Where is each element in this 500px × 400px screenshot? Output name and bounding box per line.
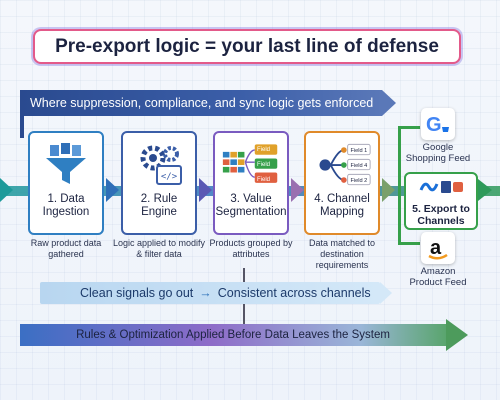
consistent-channels-text: Consistent across channels [217, 286, 371, 300]
channel-connector [398, 242, 420, 245]
step-description: Raw product data gathered [30, 238, 102, 259]
channel-connector [398, 126, 420, 129]
segmentation-field-tags: Field Field Field [257, 147, 270, 183]
svg-text:G: G [426, 114, 442, 136]
flow-arrow [106, 178, 119, 202]
bottom-banner: Rules & Optimization Applied Before Data… [20, 324, 446, 346]
field-tag: Field [257, 162, 270, 168]
bottom-arrowhead [446, 319, 468, 351]
google-logo: G [421, 108, 455, 140]
flow-arrow [291, 178, 304, 202]
banner-connector [20, 116, 24, 138]
signals-arrow-glyph: → [199, 286, 212, 300]
signals-banner: Clean signals go out → Consistent across… [40, 282, 380, 304]
signals-arrowhead [380, 282, 392, 304]
segment-icon [221, 141, 281, 189]
step-description: Products grouped by attributes [209, 238, 293, 259]
gear-code-icon: </> [129, 141, 189, 189]
page-title: Pre-export logic = your last line of def… [33, 29, 461, 64]
mapping-field: Field 1 [350, 148, 367, 154]
step-description: Logic applied to modify & filter data [112, 238, 206, 259]
svg-text:</>: </> [161, 172, 178, 182]
flow-arrow [199, 178, 212, 202]
mapping-field: Field 2 [350, 178, 367, 184]
svg-text:a: a [430, 237, 442, 259]
enforcement-banner: Where suppression, compliance, and sync … [20, 90, 382, 116]
mapping-icon: Field 1 Field 4 Field 2 [312, 141, 372, 189]
field-tag: Field [257, 177, 270, 183]
amazon-logo: a [421, 232, 455, 264]
field-tag: Field [257, 147, 270, 153]
flow-start-arrow [0, 178, 13, 202]
step-description: Data matched to destination requirements [308, 238, 376, 270]
flow-arrow [382, 178, 395, 202]
clean-signals-text: Clean signals go out [80, 286, 194, 300]
export-arrow [478, 179, 492, 201]
mapping-field: Field 4 [350, 163, 367, 169]
channel-connector [398, 126, 401, 244]
funnel-icon [36, 141, 96, 189]
channel-logos-icon [417, 178, 465, 201]
banner-arrowhead [382, 90, 396, 116]
